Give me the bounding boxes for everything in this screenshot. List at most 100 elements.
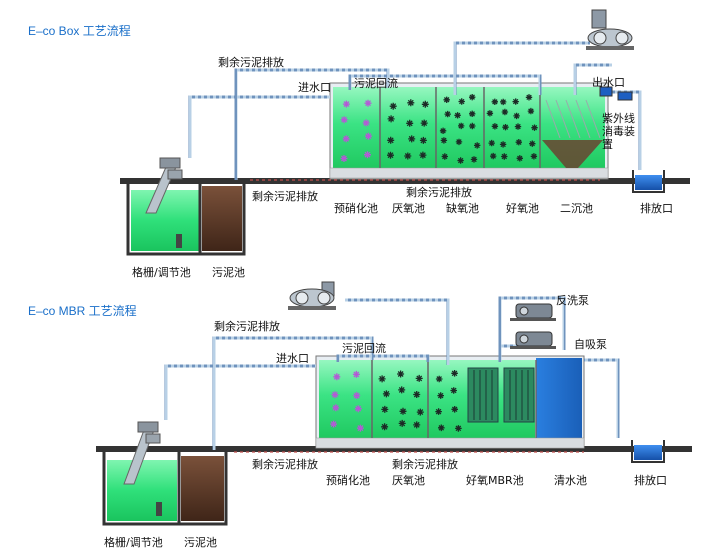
mbr-label-backwash: 反洗泵 (556, 294, 589, 307)
mbr-section: E–co MBR 工艺流程 (28, 281, 692, 549)
box-label-secondary: 二沉池 (560, 202, 593, 215)
mbr-label-aerobic-mbr: 好氧MBR池 (466, 473, 524, 487)
box-label-sludge-tank: 污泥池 (212, 266, 245, 279)
floc-marker (501, 153, 508, 160)
floc-marker (486, 110, 494, 117)
floc-marker (435, 408, 442, 415)
floc-marker (382, 390, 390, 398)
floc-marker (470, 156, 478, 163)
box-discharge-tank (632, 170, 665, 193)
mbr-label-clear-tank: 清水池 (554, 474, 587, 487)
box-air-pipe-2 (573, 63, 612, 95)
box-return-pipe (348, 74, 542, 95)
mbr-label-sludge-return: 污泥回流 (342, 341, 386, 355)
floc-marker (437, 424, 445, 432)
floc-marker (406, 119, 414, 127)
box-section: E–co Box 工艺流程 (28, 9, 690, 279)
floc-marker (455, 425, 462, 432)
floc-marker (363, 151, 372, 159)
floc-marker (502, 123, 509, 131)
floc-marker (386, 151, 395, 159)
floc-marker (458, 98, 465, 105)
mbr-label-anaerobic: 厌氧池 (392, 473, 425, 487)
floc-marker (333, 373, 341, 381)
floc-marker (362, 119, 370, 127)
floc-marker (514, 123, 522, 130)
mbr-title: E–co MBR 工艺流程 (28, 303, 137, 318)
floc-marker (489, 152, 497, 160)
mbr-reactor (315, 355, 585, 449)
floc-marker (381, 405, 389, 413)
mbr-return-pipe (336, 354, 430, 362)
box-inlet-pipe (188, 95, 330, 158)
box-label-discharge: 排放口 (640, 201, 673, 215)
floc-marker (499, 141, 507, 148)
mbr-screen-tank (102, 421, 228, 526)
mbr-label-inlet: 进水口 (276, 352, 309, 365)
box-label-outlet: 出水口 (592, 75, 625, 89)
floc-marker (457, 122, 465, 130)
box-outlet-pipe (605, 90, 642, 170)
floc-marker (451, 369, 458, 377)
floc-marker (332, 404, 340, 412)
floc-marker (437, 392, 445, 399)
box-uv-icon (599, 86, 633, 101)
floc-marker (399, 407, 407, 415)
floc-marker (408, 135, 416, 143)
floc-marker (469, 122, 476, 130)
floc-marker (389, 102, 397, 110)
mbr-label-sludge-tank: 污泥池 (184, 536, 217, 549)
floc-marker (468, 93, 476, 101)
mbr-outlet-pipe (584, 358, 620, 438)
floc-marker (353, 391, 361, 400)
floc-marker (530, 153, 538, 160)
mbr-label-screen: 格栅/调节池 (104, 535, 163, 549)
floc-marker (415, 374, 423, 382)
floc-marker (491, 123, 499, 130)
box-label-excess-sludge-mid: 剩余污泥排放 (406, 185, 472, 199)
floc-marker (407, 99, 415, 107)
floc-marker (356, 424, 364, 432)
mbr-label-excess-sludge-left: 剩余污泥排放 (252, 457, 318, 471)
box-label-anoxic: 缺氧池 (446, 201, 479, 215)
floc-marker (342, 135, 350, 143)
floc-marker (340, 116, 348, 124)
floc-marker (420, 119, 428, 127)
floc-marker (416, 408, 424, 416)
box-label-pre-denit: 预硝化池 (334, 201, 378, 215)
floc-marker (499, 98, 507, 106)
floc-marker (404, 152, 412, 160)
mbr-suction-pump-icon (510, 331, 556, 349)
box-ground (120, 178, 690, 184)
box-air-pipe (453, 41, 590, 95)
floc-marker (512, 98, 519, 105)
box-label-excess-sludge-left: 剩余污泥排放 (252, 189, 318, 203)
floc-marker (444, 110, 451, 118)
box-label-aerobic: 好氧池 (506, 201, 539, 215)
floc-marker (473, 142, 481, 149)
box-label-inlet: 进水口 (298, 81, 331, 94)
floc-marker (413, 390, 421, 399)
floc-marker (435, 375, 443, 383)
floc-marker (398, 386, 406, 394)
box-label-screen: 格栅/调节池 (132, 265, 191, 279)
floc-marker (413, 421, 421, 429)
floc-marker (364, 99, 372, 107)
floc-marker (525, 94, 533, 101)
mbr-clear-water-tank (536, 358, 582, 438)
floc-marker (419, 151, 427, 159)
mbr-label-excess-sludge-top: 剩余污泥排放 (214, 319, 280, 333)
box-label-excess-sludge-top: 剩余污泥排放 (218, 55, 284, 69)
floc-marker (331, 391, 339, 399)
box-pipes (188, 41, 642, 180)
floc-marker (455, 138, 463, 146)
box-title: E–co Box 工艺流程 (28, 23, 131, 38)
floc-marker (450, 387, 458, 394)
floc-marker (378, 375, 386, 383)
floc-marker (515, 138, 523, 146)
floc-marker (488, 139, 495, 147)
mbr-label-discharge: 排放口 (634, 473, 667, 487)
floc-marker (491, 98, 499, 106)
